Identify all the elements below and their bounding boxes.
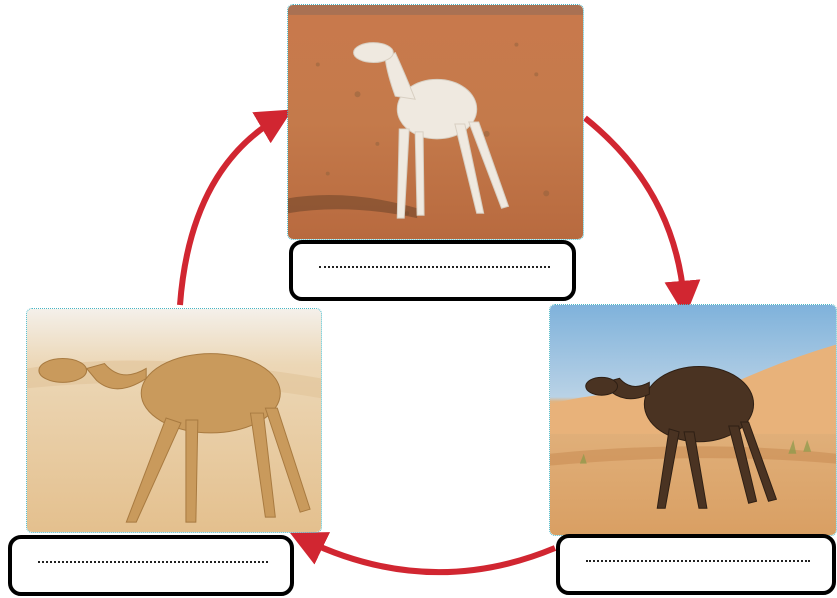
adult-camel-photo <box>26 308 322 533</box>
answer-line-top[interactable] <box>319 266 550 268</box>
young-camel-photo <box>549 304 837 536</box>
answer-line-left[interactable] <box>38 561 268 563</box>
arrow-top-to-right <box>583 115 701 317</box>
answer-line-right[interactable] <box>586 560 810 562</box>
answer-box-right[interactable] <box>556 534 836 595</box>
answer-box-top[interactable] <box>289 240 576 301</box>
answer-box-left[interactable] <box>8 535 294 596</box>
baby-camel-photo <box>287 4 584 240</box>
arrow-left-to-top <box>177 109 293 306</box>
arrow-right-to-left <box>289 532 557 576</box>
